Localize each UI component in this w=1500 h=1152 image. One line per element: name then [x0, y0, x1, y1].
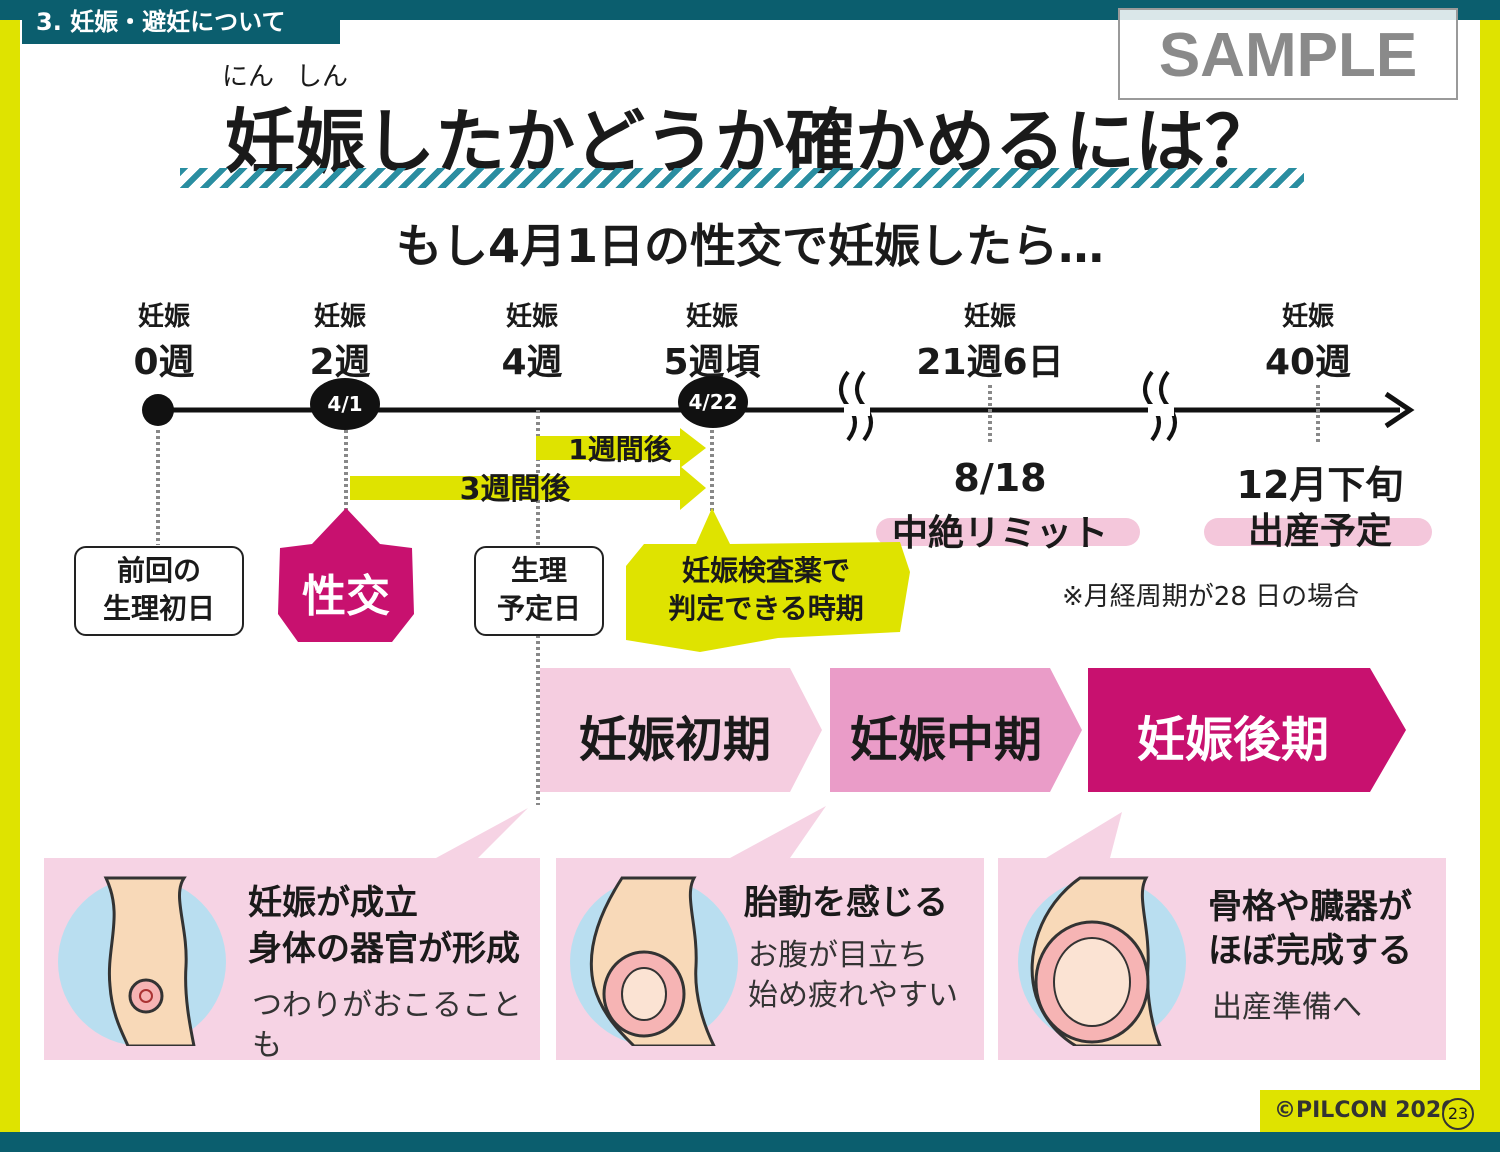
- card3-pointer: [1046, 812, 1122, 858]
- last-period-box: 前回の生理初日: [74, 546, 244, 636]
- date-badge-apr22: 4/22: [678, 376, 748, 428]
- start-dot: [142, 394, 174, 426]
- card2-pointer: [730, 806, 826, 858]
- arrow-3weeks-label: 3週間後: [440, 464, 590, 508]
- due-label: 出産予定: [1200, 502, 1440, 554]
- due-date: 12月下旬: [1200, 454, 1440, 509]
- card-early-title-1: 妊娠が成立: [248, 880, 418, 926]
- page-number: 23: [1442, 1098, 1474, 1130]
- card-late: 骨格や臓器が ほぼ完成する 出産準備へ: [998, 858, 1446, 1060]
- card-early-title-2: 身体の器官が形成: [248, 926, 520, 972]
- card1-pointer: [436, 808, 528, 858]
- card-late-title-2: ほぼ完成する: [1208, 928, 1412, 974]
- abortion-date: 8/18: [900, 456, 1100, 500]
- early-pregnancy-illustration: [54, 876, 234, 1046]
- intercourse-label: 性交: [280, 560, 412, 624]
- card-middle-sub-2: 始め疲れやすい: [748, 976, 958, 1016]
- test-period-label: 妊娠検査薬で判定できる時期: [636, 552, 896, 628]
- card-middle-title: 胎動を感じる: [744, 880, 948, 926]
- card-late-sub: 出産準備へ: [1212, 988, 1362, 1028]
- stage-late-label: 妊娠後期: [1088, 700, 1378, 770]
- abortion-limit-label: 中絶リミット: [880, 504, 1120, 556]
- expected-period-box: 生理予定日: [474, 546, 604, 636]
- card-middle: 胎動を感じる お腹が目立ち 始め疲れやすい: [556, 858, 984, 1060]
- date-badge-apr1: 4/1: [310, 378, 380, 430]
- card-early-sub: つわりがおこることも: [252, 986, 540, 1066]
- card-early: 妊娠が成立 身体の器官が形成 つわりがおこることも: [44, 858, 540, 1060]
- stage-early-label: 妊娠初期: [540, 700, 810, 770]
- stage-middle-label: 妊娠中期: [830, 700, 1062, 770]
- arrow-1week-label: 1週間後: [540, 428, 700, 468]
- middle-pregnancy-illustration: [564, 876, 744, 1046]
- cycle-note: ※月経周期が28 日の場合: [1062, 576, 1359, 613]
- card-middle-sub-1: お腹が目立ち: [748, 936, 928, 976]
- card-late-title-1: 骨格や臓器が: [1208, 884, 1412, 930]
- late-pregnancy-illustration: [1010, 876, 1190, 1046]
